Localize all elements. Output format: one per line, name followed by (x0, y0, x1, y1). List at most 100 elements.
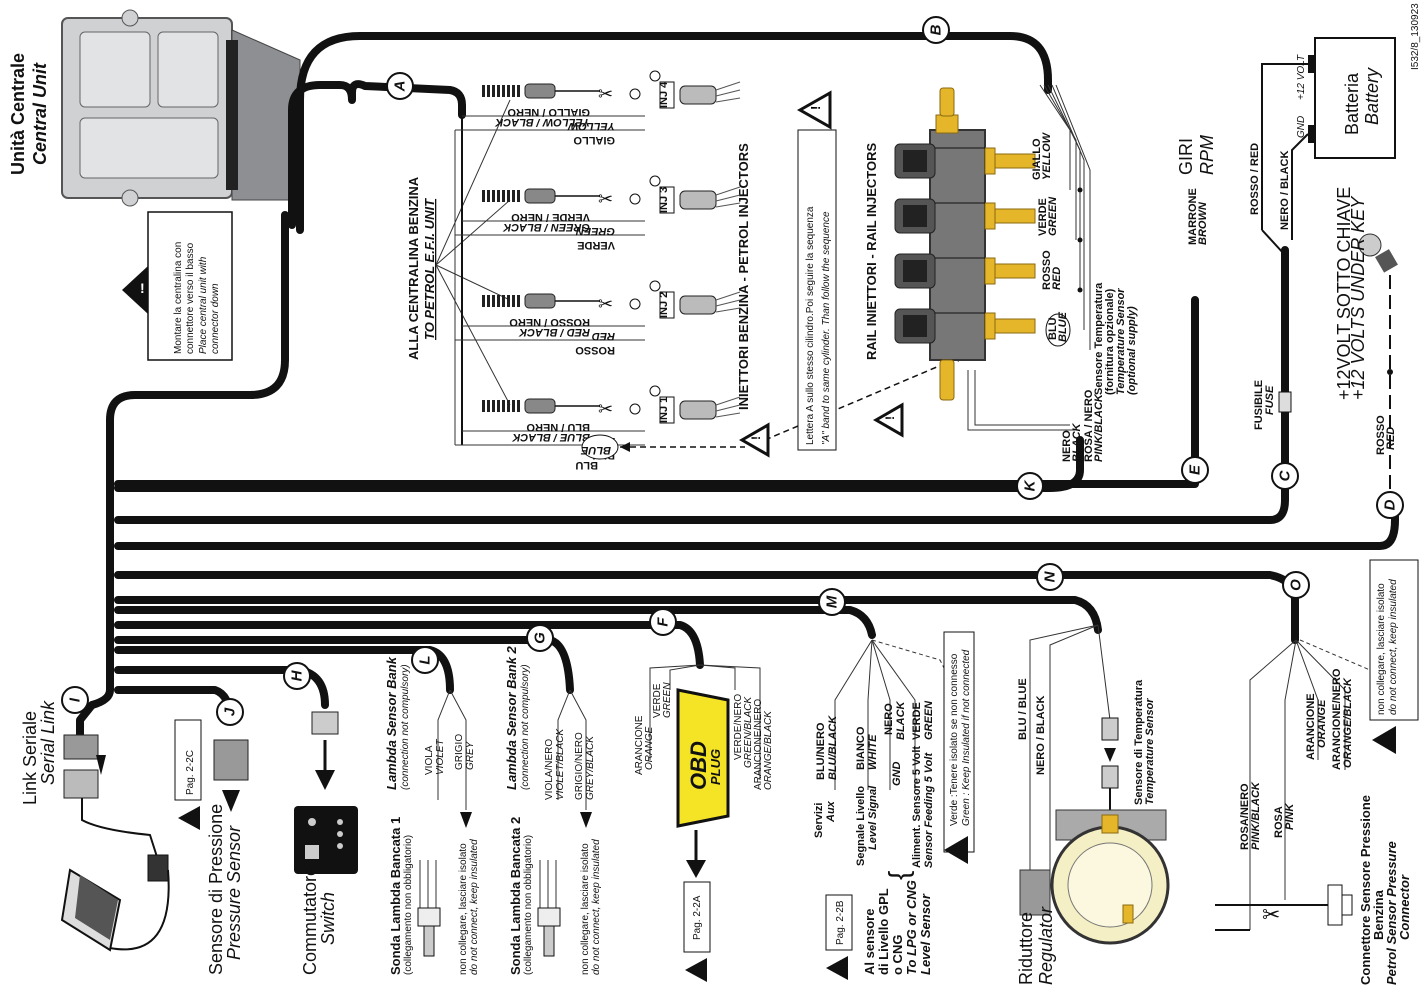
reg-ts1: Sensore di Temperatura (1133, 679, 1145, 805)
b-bus (1039, 84, 1091, 350)
efi-fan-lines (435, 99, 511, 406)
injector-pair-label-en: RED / BLACK (518, 326, 590, 338)
injector-pair-label: ROSSO / NERO (509, 316, 590, 328)
marker-n: N (1036, 563, 1064, 591)
svg-text:{: { (883, 871, 914, 880)
svg-text:C: C (1277, 469, 1294, 481)
fuse-label-en: FUSE (1264, 385, 1276, 415)
reg-w2: NERO / BLACK (1035, 696, 1047, 776)
level-t4: To LPG or CNG (904, 880, 919, 975)
scissors-icon: ✂ (598, 189, 613, 209)
level-feed: Aliment. Sensore 5 Volt (911, 746, 923, 868)
rail-injector (894, 308, 1036, 344)
svg-text:M: M (824, 595, 841, 608)
pp-l1: Connettore Sensore Pressione (1358, 795, 1373, 985)
level-t2: di Livello GPL (876, 888, 891, 975)
injector-id: INJ 2 (658, 292, 670, 318)
rail-injector (894, 198, 1036, 234)
switch-icon (294, 806, 358, 874)
injector-pair-label-en: GREEN / BLACK (502, 221, 590, 233)
marker-a: A (386, 72, 414, 100)
level-t1: Al sensore (862, 909, 877, 975)
o-w1-en: ORANGE (1316, 699, 1328, 748)
svg-text:B: B (928, 24, 945, 35)
pp-w1-en: PINK/BLACK (1250, 781, 1262, 850)
level-sig-w-en: WHITE (867, 734, 879, 770)
o-w2: ARANCIONE/NERO (1331, 668, 1343, 770)
lambda2-sensor (537, 860, 561, 957)
pp-l3: Petrol Sensor Pressure (1384, 841, 1399, 985)
mount-note-en-1: Place central unit with (198, 256, 209, 354)
pp-w2-en: PINK (1284, 803, 1296, 830)
svg-text:BLU: BLU (1047, 317, 1059, 340)
serial-connector (63, 734, 106, 799)
to-efi-label-en: TO PETROL E.F.I. UNIT (422, 198, 437, 340)
switch-label-en: Switch (318, 892, 338, 945)
svg-text:BLUE: BLUE (1057, 311, 1069, 342)
injector-pair-label-en: YELLOW / BLACK (494, 116, 590, 128)
injector-color-en: RED (592, 330, 615, 342)
svg-text:O: O (1288, 579, 1305, 591)
central-unit-label: Unità Centrale (8, 53, 28, 175)
sequence-note-en: "A" band to same cylinder. Than follow t… (821, 211, 832, 445)
obd-w4-en: ORANGE/BLACK (763, 710, 774, 790)
svg-text:!: ! (140, 280, 145, 296)
injector-icon (679, 85, 717, 105)
warning-icon: ! (738, 422, 770, 458)
temp-sensor-l3: Temperature Sensor (1115, 288, 1127, 395)
pressure-connector (213, 739, 249, 812)
marker-i: I (61, 686, 89, 714)
mount-note-en-2: connector down (210, 283, 221, 354)
pp-l2: Benzina (1371, 889, 1386, 940)
rail-injector-rows (894, 143, 1036, 344)
lambda2-w1: VIOLA/NERO (544, 739, 555, 800)
k-wire-a-en: BLACK (1071, 422, 1083, 462)
marker-m: M (818, 588, 846, 616)
injector-icon (679, 190, 717, 210)
lambda1-w1: VIOLA (424, 745, 435, 775)
marker-g: G (526, 624, 554, 652)
serial-link-label: Link Seriale (20, 711, 40, 805)
doc-code: I532/8_130923 - P. 1/2 [ITA / ENG] (1410, 0, 1421, 70)
o-nc1: non collegare, lasciare isolato (1376, 583, 1387, 715)
serial-link-label-en: Serial Link (38, 700, 58, 785)
obd-w4: ARANCIONE/NERO (753, 699, 764, 790)
lambda2-nc2: do not connect, keep insulated (591, 839, 602, 975)
pressure-label-en: Pressure Sensor (224, 825, 244, 960)
injector-pair-label: GIALLO / NERO (507, 106, 590, 118)
svg-text:G: G (532, 632, 549, 644)
reg-ts2: Temperature Sensor (1144, 698, 1156, 805)
scissors-icon: ✂ (598, 399, 613, 419)
rpm-wire-en: BROWN (1197, 201, 1209, 245)
svg-text:H: H (289, 669, 306, 681)
svg-text:F: F (655, 617, 672, 627)
level-t3: o CNG (890, 935, 905, 975)
lambda1-it: Sonda Lambda Bancata 1 (388, 817, 403, 975)
marker-d: D (1376, 491, 1404, 519)
marker-o: O (1282, 571, 1310, 599)
key-icon (1358, 233, 1398, 273)
laptop-icon (60, 854, 169, 952)
svg-text:✂: ✂ (1262, 902, 1280, 927)
plus-terminal-icon (649, 280, 661, 292)
battery-gnd: GND (1296, 116, 1307, 138)
minus-terminal-icon (629, 88, 641, 100)
level-feed-w: VERDE (911, 702, 923, 740)
lambda2-w2-en: GREY/BLACK (585, 735, 596, 800)
o-w1: ARANCIONE (1305, 693, 1317, 760)
obd-w3: VERDE/NERO (733, 694, 744, 760)
rail-label: RAIL INIETTORI - RAIL INJECTORS (864, 142, 879, 360)
blue-tag: BLU BLUE (575, 434, 619, 471)
temp-sensor-l2: (fornitura opzionale) (1104, 288, 1116, 395)
plus-terminal-icon (649, 385, 661, 397)
minus-terminal-icon (629, 193, 641, 205)
to-efi-label: ALLA CENTRALINA BENZINA (406, 176, 421, 360)
injector-id: INJ 4 (658, 81, 670, 108)
battery-label: Batteria (1342, 72, 1362, 135)
minus-terminal-icon (629, 298, 641, 310)
rail-color-green-en: GREEN (1047, 196, 1059, 236)
central-unit-label-en: Central Unit (30, 62, 50, 165)
mount-note-it-2: connettore verso il basso (185, 242, 196, 354)
rail-injector (894, 143, 1036, 179)
